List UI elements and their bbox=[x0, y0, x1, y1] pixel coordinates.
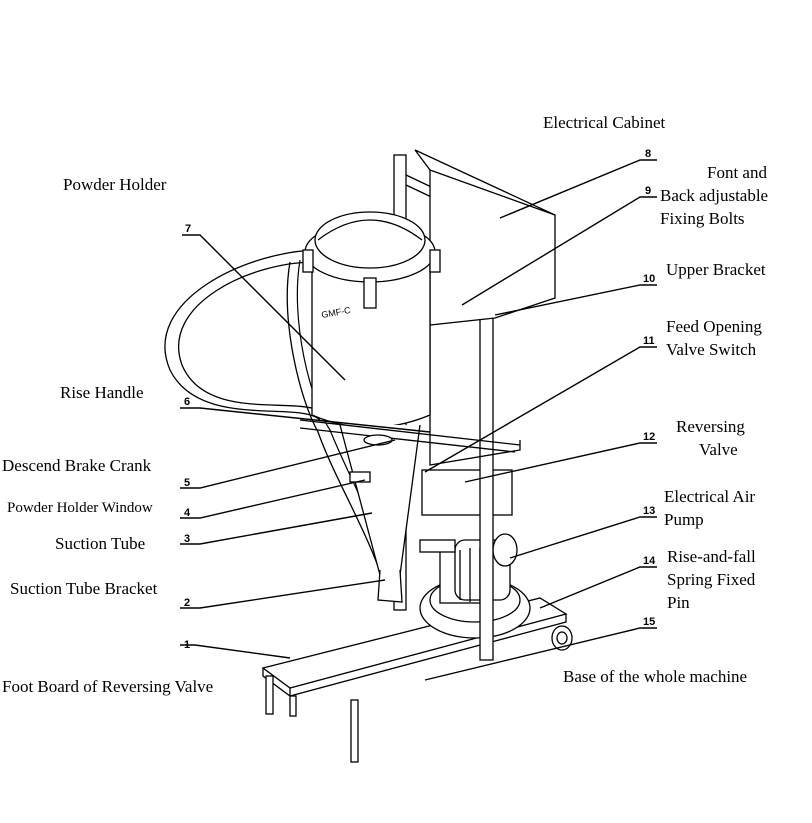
reversing-valve bbox=[421, 469, 513, 516]
label-powder-holder: Powder Holder bbox=[63, 175, 167, 194]
callout-number-2: 2 bbox=[184, 597, 191, 609]
callout-number-5: 5 bbox=[184, 477, 191, 489]
callout-number-4: 4 bbox=[184, 507, 191, 519]
label-holder-window: Powder Holder Window bbox=[7, 500, 153, 516]
label-suction-bracket: Suction Tube Bracket bbox=[10, 579, 158, 598]
label-base: Base of the whole machine bbox=[563, 667, 748, 686]
label-reversing-valve-line1: Reversing bbox=[676, 417, 745, 436]
callout-number-7: 7 bbox=[185, 223, 192, 235]
label-air-pump-line1: Electrical Air bbox=[664, 487, 756, 506]
callout-number-11: 11 bbox=[643, 335, 655, 347]
callout-number-14: 14 bbox=[643, 555, 656, 567]
label-spring-pin-line3: Pin bbox=[667, 593, 690, 612]
callout-number-15: 15 bbox=[643, 616, 656, 628]
callout-number-8: 8 bbox=[645, 148, 652, 160]
label-suction-tube: Suction Tube bbox=[55, 534, 146, 553]
leader-lines bbox=[180, 159, 657, 681]
callout-number-12: 12 bbox=[643, 431, 656, 443]
label-fixing-bolts-line2: Back adjustable bbox=[660, 186, 769, 205]
label-foot-board: Foot Board of Reversing Valve bbox=[2, 677, 214, 696]
callout-number-13: 13 bbox=[643, 505, 656, 517]
label-spring-pin-line2: Spring Fixed bbox=[667, 570, 756, 589]
air-pump bbox=[419, 533, 531, 639]
wheel bbox=[551, 625, 573, 651]
callout-number-1: 1 bbox=[184, 639, 191, 651]
callout-number-9: 9 bbox=[645, 185, 652, 197]
label-feed-valve-line2: Valve Switch bbox=[666, 340, 757, 359]
callout-number-3: 3 bbox=[184, 533, 191, 545]
powder-holder: GMF-C bbox=[302, 211, 441, 603]
label-upper-bracket: Upper Bracket bbox=[666, 260, 766, 279]
rise-handle bbox=[299, 419, 521, 453]
label-air-pump-line2: Pump bbox=[664, 510, 704, 529]
callout-number-6: 6 bbox=[184, 396, 191, 408]
label-fixing-bolts-line1: Font and bbox=[707, 163, 767, 182]
callout-number-10: 10 bbox=[643, 273, 656, 285]
label-feed-valve-line1: Feed Opening bbox=[666, 317, 762, 336]
label-brake-crank: Descend Brake Crank bbox=[2, 456, 152, 475]
label-reversing-valve-line2: Valve bbox=[699, 440, 738, 459]
label-electrical-cabinet: Electrical Cabinet bbox=[543, 113, 666, 132]
label-rise-handle: Rise Handle bbox=[60, 383, 144, 402]
label-spring-pin-line1: Rise-and-fall bbox=[667, 547, 756, 566]
label-fixing-bolts-line3: Fixing Bolts bbox=[660, 209, 745, 228]
